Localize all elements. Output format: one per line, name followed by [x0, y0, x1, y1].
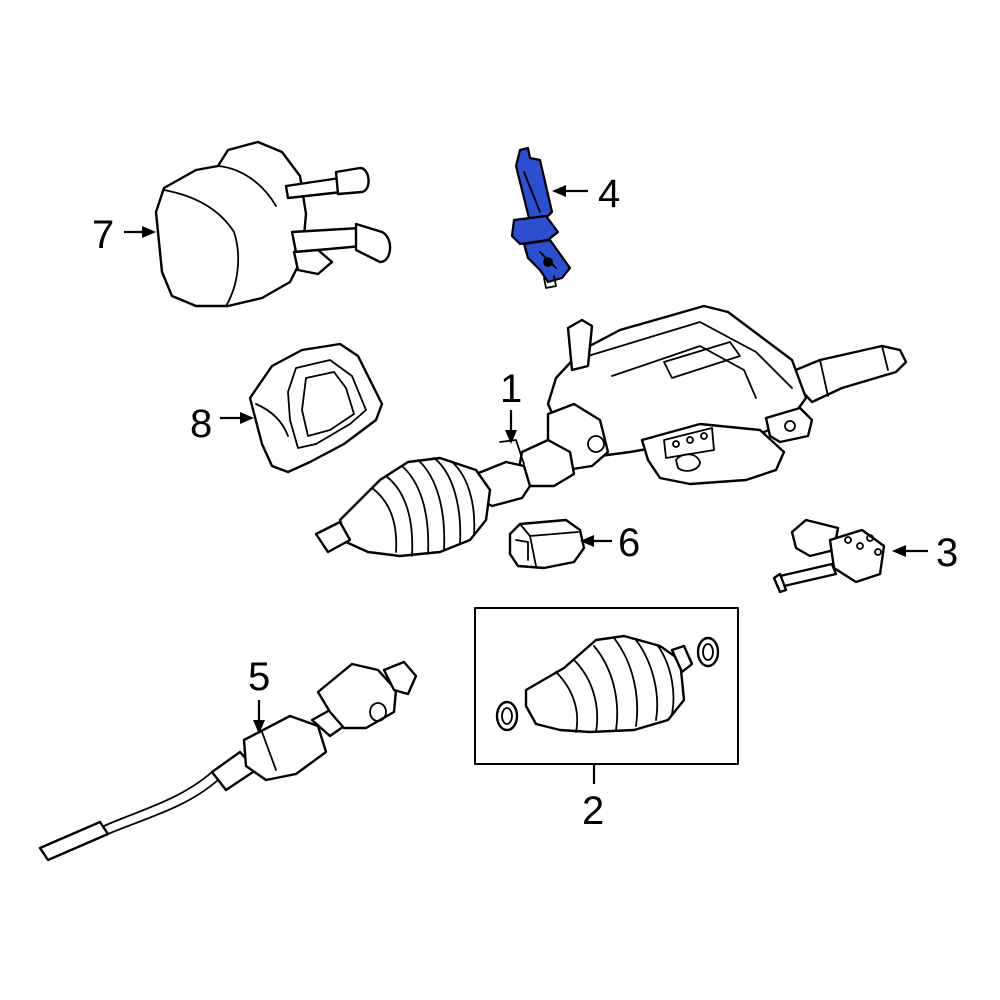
part-6-module[interactable] — [508, 518, 586, 570]
callout-7: 7 — [92, 213, 114, 257]
callout-1: 1 — [500, 367, 522, 411]
part-8-trim-cover[interactable] — [248, 342, 384, 474]
callout-6: 6 — [618, 521, 640, 565]
callout-5: 5 — [248, 655, 270, 699]
arrow-8 — [240, 412, 254, 424]
arrow-3 — [892, 545, 906, 557]
part-5-cable[interactable] — [38, 660, 418, 862]
arrow-4 — [552, 185, 566, 197]
callout-8: 8 — [190, 402, 212, 446]
callout-3: 3 — [936, 531, 958, 575]
part-2-boot-kit[interactable] — [474, 607, 739, 765]
arrow-7 — [142, 226, 156, 238]
callout-4: 4 — [598, 172, 620, 216]
callout-2: 2 — [582, 789, 604, 833]
part-7-combination-switch[interactable] — [154, 140, 392, 308]
arrow-6 — [580, 535, 594, 547]
part-3-sensor[interactable] — [772, 518, 886, 594]
arrow-5 — [253, 720, 265, 734]
arrow-1 — [505, 430, 517, 444]
part-1-steering-column[interactable] — [314, 304, 908, 558]
part-4-highlighted-switch[interactable] — [510, 146, 572, 289]
